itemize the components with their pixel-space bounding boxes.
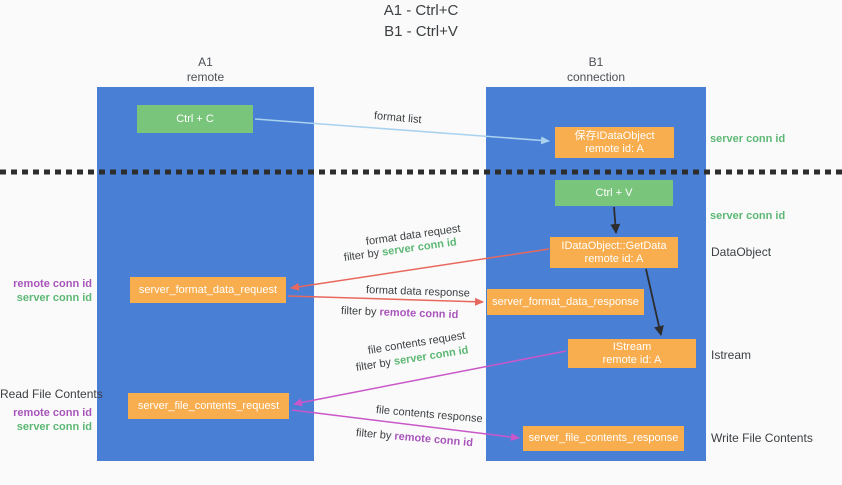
ctrl-c-node: Ctrl + C	[137, 105, 253, 133]
server-format-data-request-label: server_format_data_request	[138, 283, 278, 296]
file-contents-response-arrow	[291, 409, 520, 441]
server-file-contents-request-label: server_file_contents_request	[137, 399, 280, 412]
getdata-to-istream-arrow	[645, 268, 664, 336]
dataobject-label: DataObject	[711, 245, 772, 259]
istream-line1: IStream	[612, 340, 652, 353]
lane-b-header: B1 connection	[486, 55, 706, 85]
format-data-response-arrow	[287, 295, 484, 306]
diagram-title: A1 - Ctrl+C B1 - Ctrl+V	[0, 0, 842, 42]
write-file-contents-label: Write File Contents	[711, 431, 813, 445]
left-remote-conn-id-1: remote conn id	[13, 278, 92, 290]
format-data-request-arrow	[290, 248, 550, 291]
istream-node: IStream remote id: A	[568, 339, 696, 368]
save-dataobject-line2: remote id: A	[585, 142, 644, 155]
lane-b-subtitle: connection	[566, 70, 626, 84]
format-list-arrow	[254, 118, 550, 145]
server-format-data-request-node: server_format_data_request	[130, 277, 286, 303]
save-dataobject-node: 保存IDataObject remote id: A	[555, 127, 674, 158]
title-line-2: B1 - Ctrl+V	[384, 23, 458, 40]
server-file-contents-request-node: server_file_contents_request	[128, 393, 289, 419]
save-dataobject-line1: 保存IDataObject	[574, 129, 655, 142]
right-server-conn-id-top: server conn id	[710, 133, 786, 145]
server-file-contents-response-node: server_file_contents_response	[523, 426, 684, 451]
getdata-line2: remote id: A	[584, 252, 644, 265]
istream-side-label: Istream	[711, 348, 752, 362]
read-file-contents-label: Read File Contents	[0, 387, 103, 401]
left-server-conn-id-2: server conn id	[16, 421, 92, 433]
lane-a-header: A1 remote	[97, 55, 314, 85]
filter-by-text: filter by	[340, 305, 377, 319]
ctrlv-to-getdata-arrow	[610, 206, 621, 234]
getdata-line1: IDataObject::GetData	[561, 239, 667, 252]
left-server-conn-id-1: server conn id	[16, 292, 92, 304]
ctrl-c-label: Ctrl + C	[176, 112, 214, 125]
lane-b-name: B1	[588, 55, 604, 69]
left-remote-conn-id-2: remote conn id	[13, 407, 92, 419]
server-file-contents-response-label: server_file_contents_response	[528, 432, 679, 444]
istream-line2: remote id: A	[602, 353, 662, 366]
ctrl-v-label: Ctrl + V	[595, 186, 633, 199]
ctrl-v-node: Ctrl + V	[555, 180, 673, 206]
server-format-data-response-node: server_format_data_response	[487, 289, 644, 315]
right-server-conn-id-mid: server conn id	[710, 210, 786, 222]
title-line-1: A1 - Ctrl+C	[383, 2, 459, 19]
getdata-node: IDataObject::GetData remote id: A	[550, 237, 678, 268]
server-format-data-response-label: server_format_data_response	[492, 295, 639, 308]
lane-a-name: A1	[198, 55, 213, 69]
file-contents-request-arrow	[293, 350, 567, 407]
lane-a-subtitle: remote	[186, 70, 225, 84]
